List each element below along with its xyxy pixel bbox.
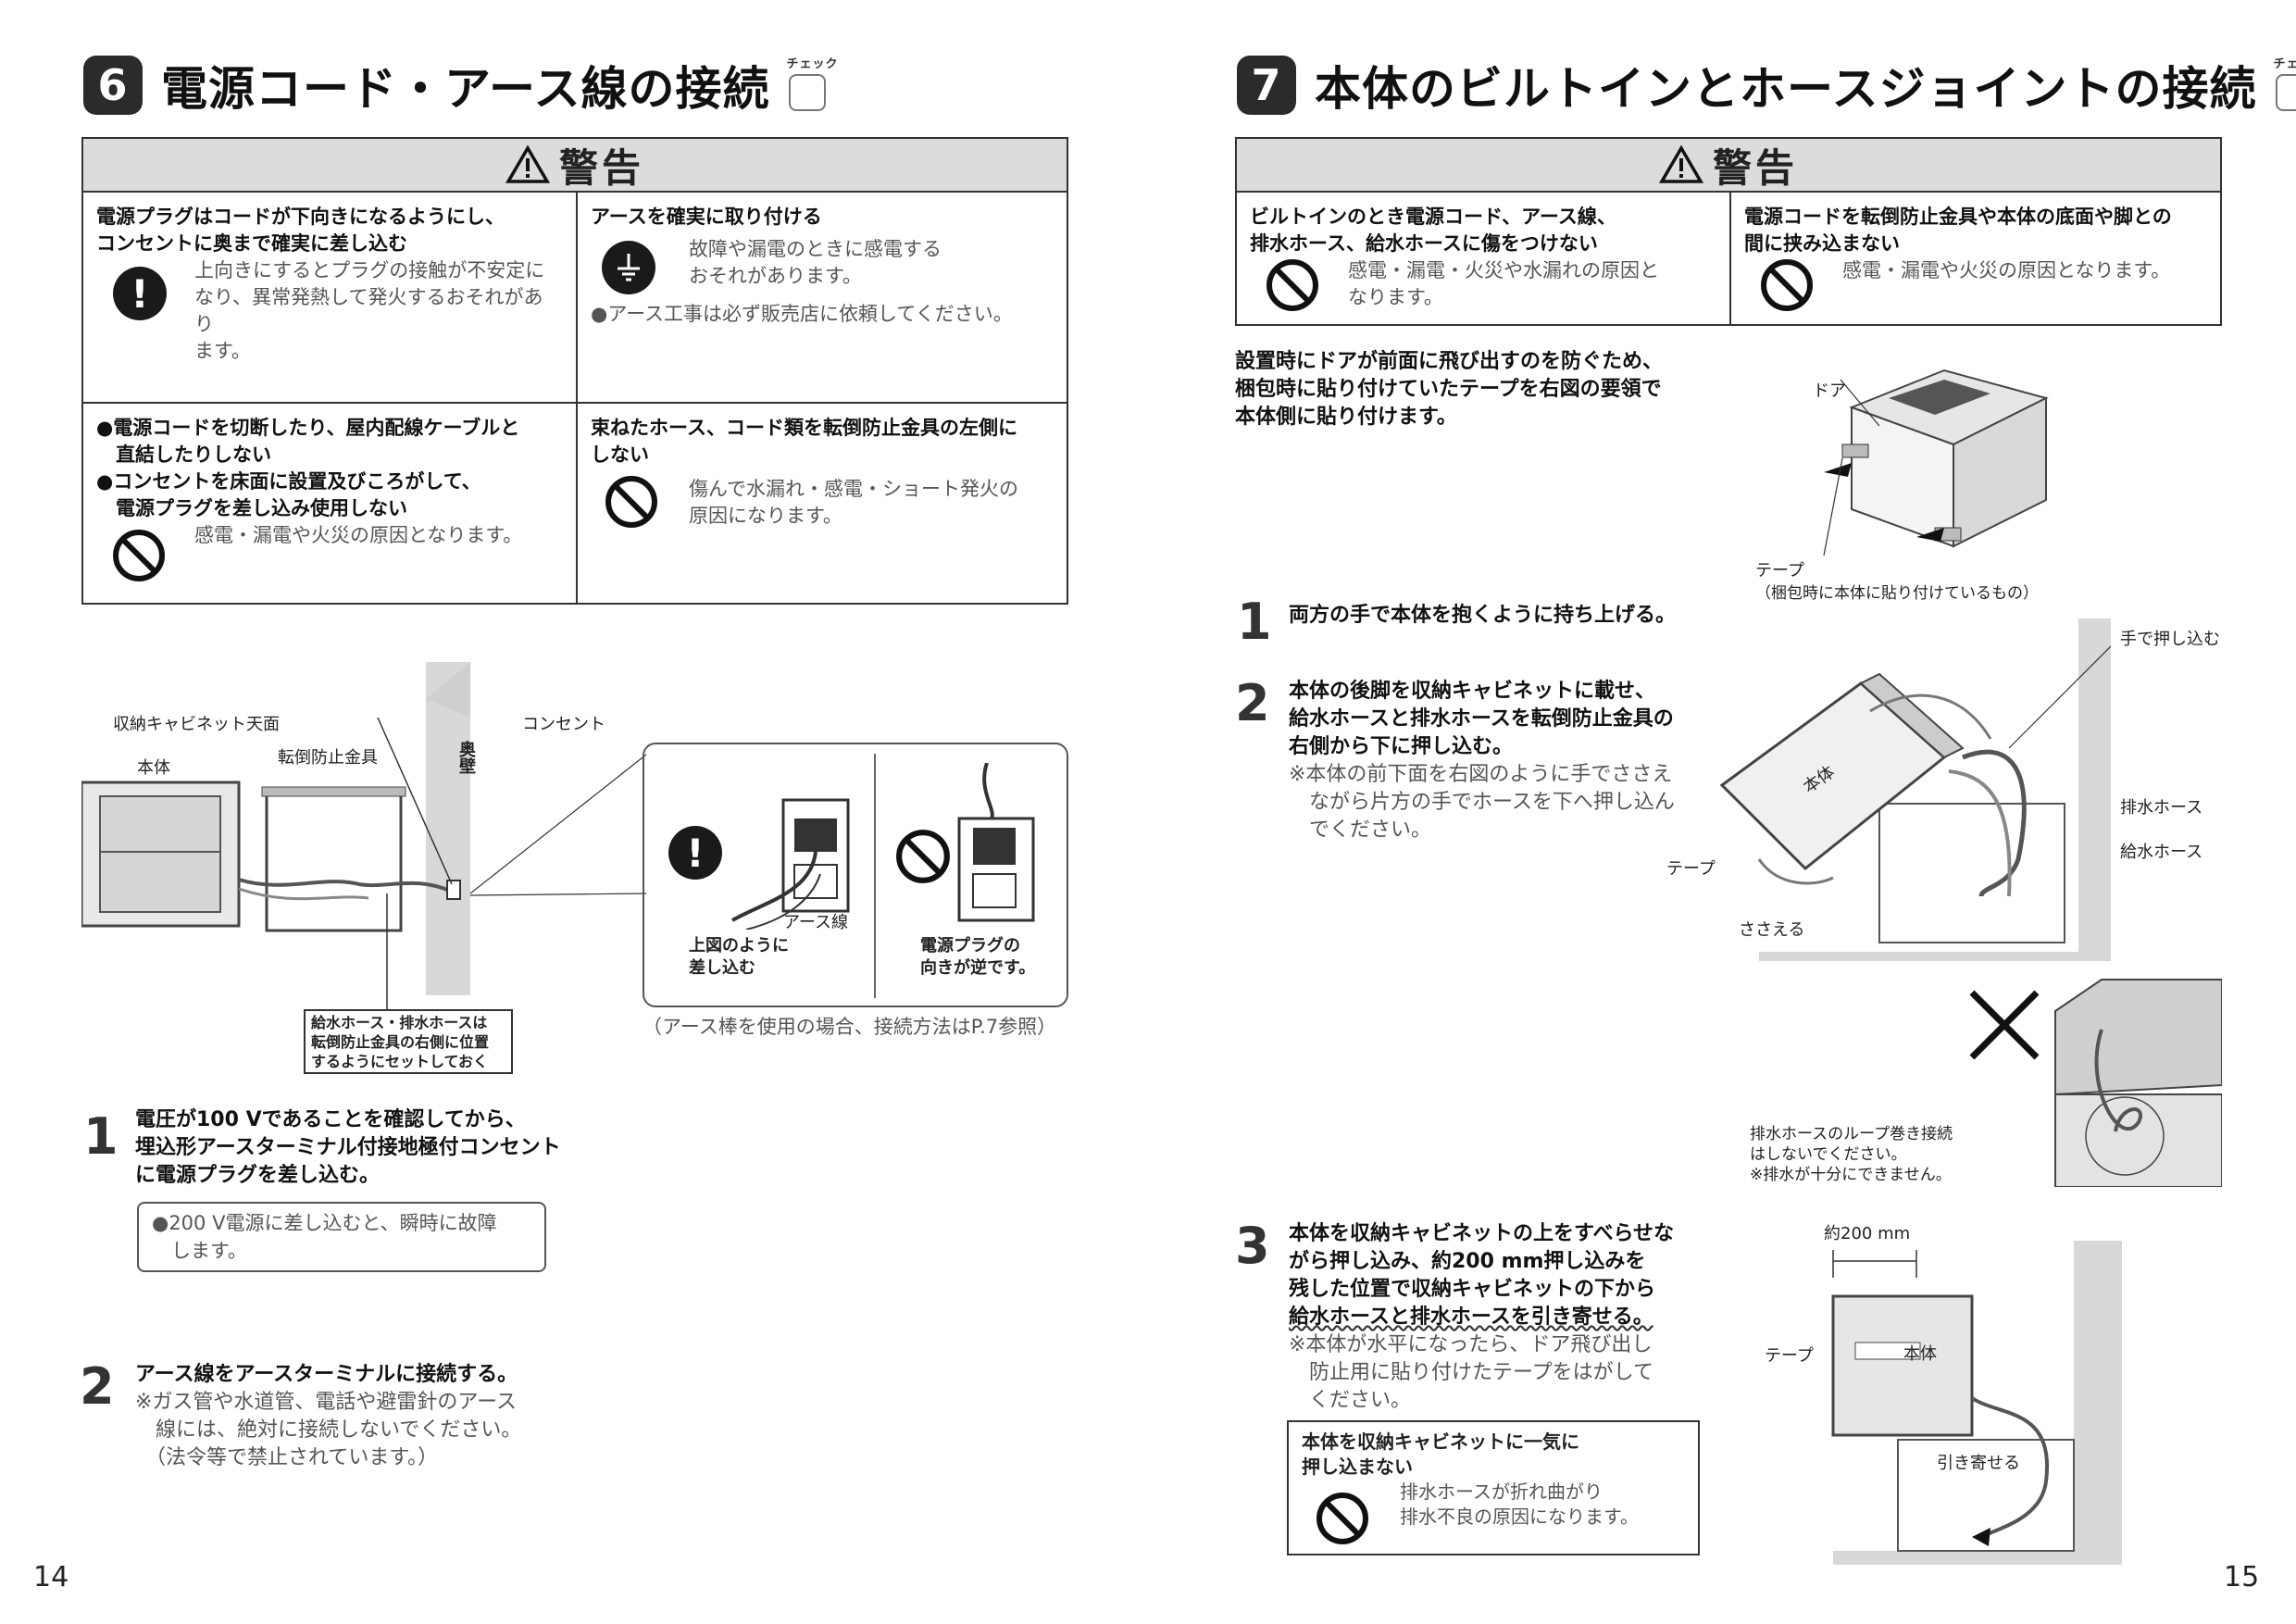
wiring-diagram (81, 662, 647, 1009)
outlet-correct-illustration (731, 798, 850, 930)
label-tape-note: （梱包時に本体に貼り付けているもの） (1755, 584, 2039, 603)
section-number-badge: 6 (83, 56, 143, 115)
step-number: 2 (1235, 674, 1270, 732)
section-title-text: 電源コード・アース線の接続 (161, 62, 770, 116)
section-number-badge: 7 (1237, 56, 1296, 115)
label-earth-wire: アース線 (783, 913, 849, 932)
page-number: 14 (33, 1561, 69, 1593)
step-number: 1 (83, 1107, 119, 1166)
prohibition-icon (896, 830, 950, 883)
label-door: ドア (1813, 381, 1846, 401)
insert-figure (1719, 618, 2111, 961)
label-body: 本体 (137, 758, 170, 778)
label-supply-hose: 給水ホース (2120, 843, 2203, 862)
check-label: チェック (2273, 57, 2296, 71)
ground-icon (602, 241, 655, 294)
label-stopper: 転倒防止金具 (278, 748, 378, 768)
warning-cell-cable: ●電源コードを切断したり、屋内配線ケーブルと 直結したりしない ●コンセントを床… (96, 417, 523, 546)
label-tape: テープ (1765, 1346, 1814, 1366)
prohibition-icon (113, 530, 165, 581)
label-wrong: 電源プラグの 向きが逆です。 (920, 936, 1036, 978)
warning-label: 警告 (1712, 144, 1798, 191)
step-number: 2 (80, 1357, 115, 1416)
exclamation-icon: ! (668, 826, 722, 880)
left-section-title: 6 電源コード・アース線の接続 チェック (83, 52, 838, 119)
section-title-text: 本体のビルトインとホースジョイントの接続 (1315, 62, 2257, 116)
right-intro: 設置時にドアが前面に飛び出すのを防ぐため、 梱包時に貼り付けていたテープを右図の… (1235, 350, 1664, 429)
loop-warning-text: 排水ホースのループ巻き接続 はしないでください。 ※排水が十分にできません。 (1750, 1125, 1953, 1184)
right-section-title: 7 本体のビルトインとホースジョイントの接続 チェック (1237, 52, 2296, 119)
prohibition-icon (605, 476, 657, 528)
label-wall: 奥壁 (456, 741, 476, 774)
right-step2-text: 本体の後脚を収納キャビネットに載せ、 給水ホースと排水ホースを転倒防止金具の 右… (1289, 680, 1675, 842)
right-step3-text: 本体を収納キャビネットの上をすべらせな がら押し込み、約200 mm押し込みを … (1289, 1222, 1675, 1412)
page-number: 15 (2224, 1561, 2260, 1593)
step3-warning-box: 本体を収納キャビネットに一気に 押し込まない 排水ホースが折れ曲がり 排水不良の… (1287, 1420, 1700, 1555)
label-pull: 引き寄せる (1937, 1454, 2020, 1473)
tape-figure (1823, 369, 2049, 556)
label-tape: テープ (1755, 561, 1804, 581)
left-step2-text: アース線をアースターミナルに接続する。 ※ガス管や水道管、電話や避雷針のアース … (135, 1363, 522, 1469)
prohibition-icon (1267, 259, 1318, 311)
warning-header: 警告 (83, 139, 1067, 193)
warning-cell-earth: アースを確実に取り付ける 故障や漏電のときに感電する おそれがあります。 ●アー… (591, 206, 1013, 325)
checkbox-square[interactable] (788, 74, 826, 111)
right-warning-table: 警告 ビルトインのとき電源コード、アース線、 排水ホース、給水ホースに傷をつけな… (1235, 137, 2222, 326)
label-support: ささえる (1739, 920, 1805, 940)
pull-hose-figure (1831, 1241, 2122, 1565)
warning-cell-hose: 束ねたホース、コード類を転倒防止金具の左側に しない 傷んで水漏れ・感電・ショー… (591, 417, 1018, 527)
check-box[interactable]: チェック (787, 56, 838, 115)
hose-position-note: 給水ホース・排水ホースは 転倒防止金具の右側に位置 するようにセットしておく (304, 1009, 513, 1074)
label-cabinet-top: 収納キャビネット天面 (113, 715, 280, 734)
checkbox-square[interactable] (2275, 74, 2296, 111)
left-step1-text: 電圧が100 Vであることを確認してから、 埋込形アースターミナル付接地極付コン… (135, 1108, 561, 1187)
label-push-by-hand: 手で押し込む (2120, 630, 2220, 649)
left-warning-table: 警告 電源プラグはコードが下向きになるようにし、 コンセントに奥まで確実に差し込… (81, 137, 1068, 605)
warning-cell-damage: ビルトインのとき電源コード、アース線、 排水ホース、給水ホースに傷をつけない 感… (1250, 206, 1659, 308)
prohibition-icon (1761, 259, 1813, 311)
exclamation-icon: ! (113, 267, 167, 320)
label-dimension: 約200 mm (1824, 1224, 1911, 1243)
voltage-note-box: ●200 V電源に差し込むと、瞬時に故障 します。 (137, 1202, 546, 1272)
label-outlet: コンセント (522, 715, 605, 734)
label-drain-hose: 排水ホース (2120, 798, 2203, 818)
loop-prohibited-figure (1969, 979, 2222, 1187)
right-step1-text: 両方の手で本体を抱くように持ち上げる。 (1289, 604, 1677, 627)
warning-cell-pinch: 電源コードを転倒防止金具や本体の底面や脚との 間に挟み込まない 感電・漏電や火災… (1744, 206, 2172, 281)
step-number: 3 (1235, 1217, 1270, 1275)
label-body: 本体 (1903, 1344, 1937, 1364)
label-tape: テープ (1666, 859, 1716, 879)
warning-triangle-icon (505, 145, 550, 183)
warning-header: 警告 (1237, 139, 2220, 193)
outlet-comparison-box: ! アース線 上図のように 差し込む 電源プラグの 向きが逆です。 (643, 743, 1068, 1007)
earth-rod-reference: （アース棒を使用の場合、接続方法はP.7参照） (643, 1016, 1057, 1038)
step-number: 1 (1237, 593, 1272, 651)
check-label: チェック (786, 57, 839, 71)
outlet-wrong-illustration (957, 763, 1035, 922)
prohibition-icon (1316, 1493, 1368, 1544)
warning-cell-plug: 電源プラグはコードが下向きになるようにし、 コンセントに奥まで確実に差し込む 上… (96, 206, 545, 362)
label-correct: 上図のように 差し込む (689, 936, 789, 978)
warning-label: 警告 (558, 144, 644, 191)
warning-triangle-icon (1658, 145, 1703, 183)
check-box[interactable]: チェック (2273, 56, 2296, 115)
